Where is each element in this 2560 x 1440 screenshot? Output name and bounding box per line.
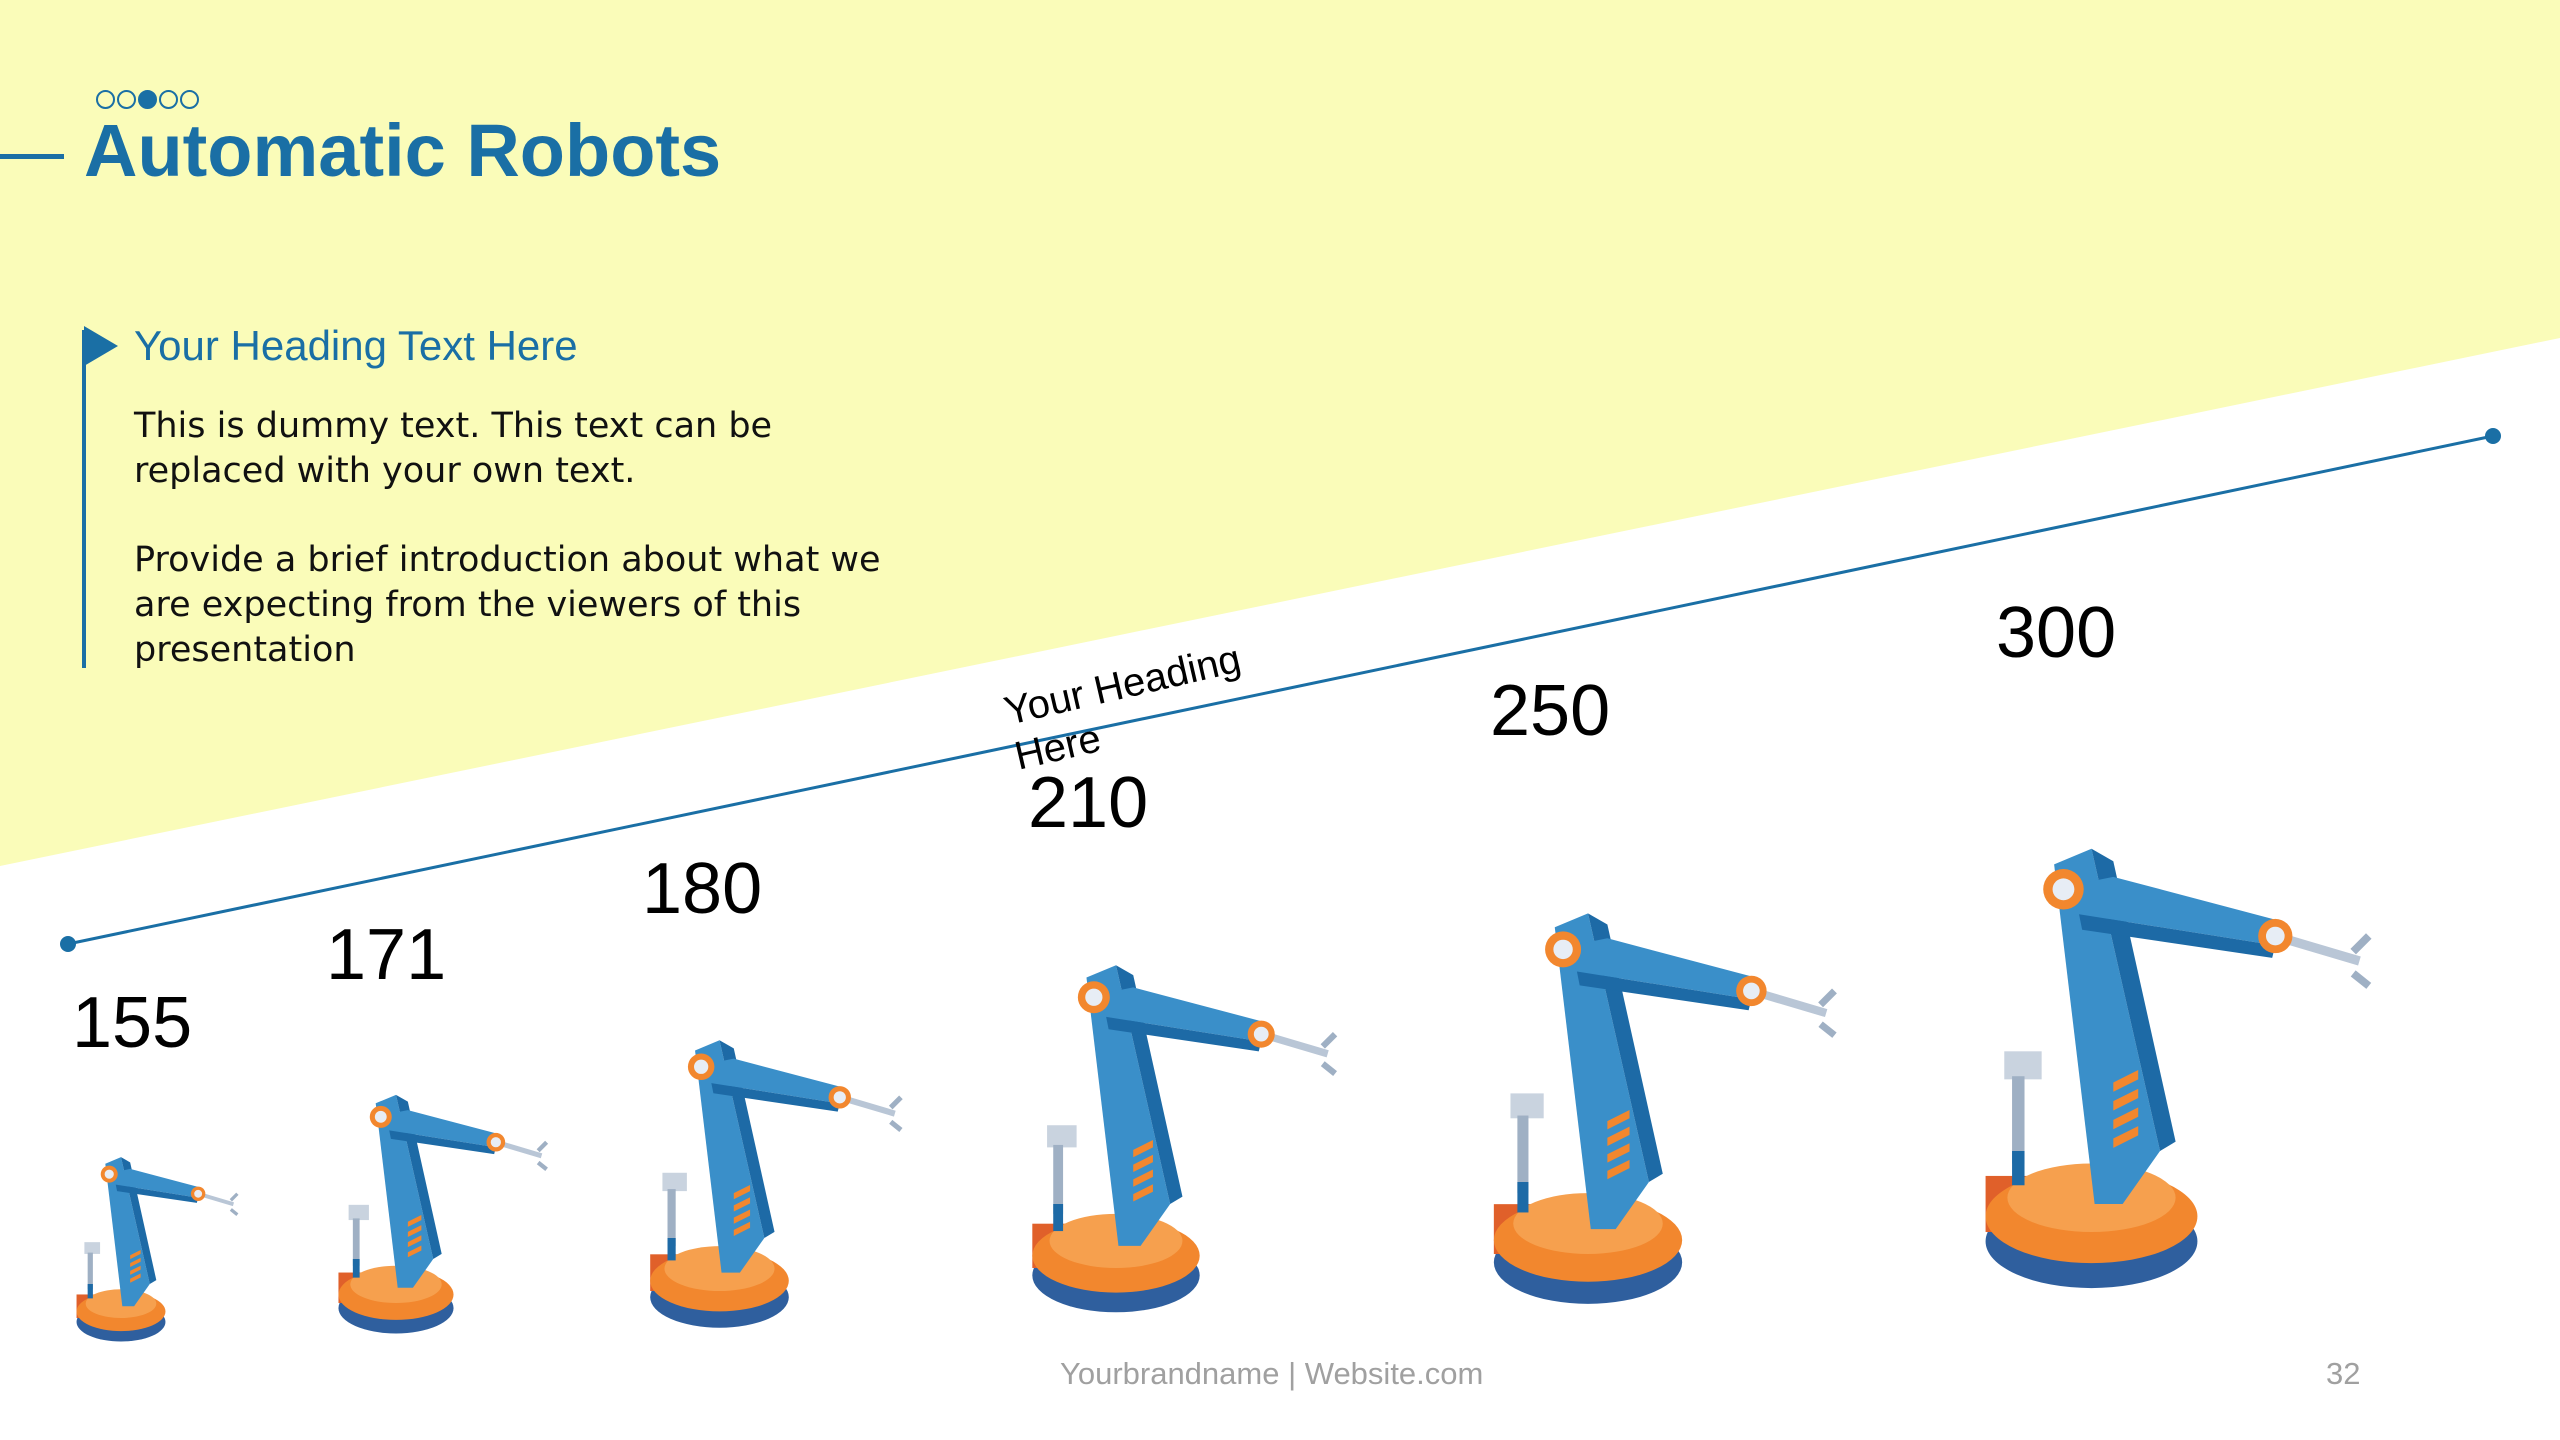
timeline-line <box>67 434 2494 946</box>
progress-dot <box>96 90 115 109</box>
progress-dot <box>159 90 178 109</box>
timeline-value-label: 180 <box>642 849 763 929</box>
content-paragraph: Provide a brief introduction about what … <box>134 540 881 670</box>
robot-arm-icon <box>330 1020 550 1410</box>
timeline-start-dot <box>60 936 76 952</box>
robot-arm-icon <box>640 950 905 1420</box>
content-heading: Your Heading Text Here <box>134 322 578 369</box>
progress-dot <box>117 90 136 109</box>
content-paragraph: This is dummy text. This text can be rep… <box>134 406 773 491</box>
progress-dots <box>96 90 199 109</box>
timeline-value-label: 210 <box>1028 763 1149 843</box>
robot-arm-icon <box>70 1090 240 1410</box>
progress-dot-active <box>138 90 157 109</box>
robot-arm-icon <box>1970 720 2375 1420</box>
timeline-value-label: 300 <box>1996 593 2117 673</box>
timeline-value-label: 171 <box>326 915 447 995</box>
robot-arm-icon <box>1480 800 1840 1420</box>
slide-title: Automatic Robots <box>84 109 722 192</box>
timeline-value-label: 155 <box>72 983 193 1063</box>
page-number: 32 <box>2326 1356 2361 1391</box>
content-vertical-bar <box>82 330 86 668</box>
timeline-end-dot <box>2485 428 2501 444</box>
flag-icon <box>84 326 118 366</box>
title-accent-line <box>0 154 64 159</box>
timeline-value-label: 250 <box>1490 671 1611 751</box>
progress-dot <box>180 90 199 109</box>
robot-arm-icon <box>1020 860 1340 1420</box>
footer-brand: Yourbrandname | Website.com <box>1060 1356 1484 1391</box>
